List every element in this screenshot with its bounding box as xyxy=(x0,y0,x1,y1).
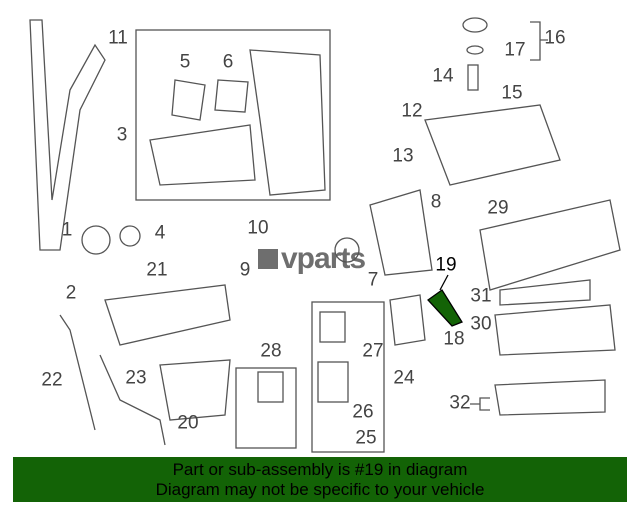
callout-10[interactable]: 10 xyxy=(247,217,269,239)
cover-plate-8 xyxy=(369,189,433,276)
oil-filter-28 xyxy=(257,371,284,403)
oil-filter-group-box-28 xyxy=(235,367,297,449)
callout-16[interactable]: 16 xyxy=(544,27,566,49)
dipstick-22 xyxy=(59,314,96,431)
oil-pan-21 xyxy=(104,284,231,346)
callout-7[interactable]: 7 xyxy=(367,269,379,291)
callout-32[interactable]: 32 xyxy=(449,392,471,414)
callout-12[interactable]: 12 xyxy=(401,100,423,122)
callout-17[interactable]: 17 xyxy=(504,39,526,61)
cap-gasket xyxy=(466,45,484,55)
callout-26[interactable]: 26 xyxy=(352,401,374,423)
oil-filler-tube xyxy=(467,64,479,91)
intake-manifold-29 xyxy=(479,199,621,291)
part-7 xyxy=(334,237,360,263)
callout-27[interactable]: 27 xyxy=(362,340,384,362)
callout-21[interactable]: 21 xyxy=(146,259,168,281)
callout-18[interactable]: 18 xyxy=(443,328,465,350)
banner-line-1: Part or sub-assembly is #19 in diagram xyxy=(172,460,468,479)
callout-22[interactable]: 22 xyxy=(41,369,63,391)
info-banner: Part or sub-assembly is #19 in diagram D… xyxy=(13,457,627,502)
callout-23[interactable]: 23 xyxy=(125,367,147,389)
callout-8[interactable]: 8 xyxy=(430,191,442,213)
callout-4[interactable]: 4 xyxy=(154,222,166,244)
manifold-gaskets xyxy=(494,279,616,416)
valve-cover xyxy=(424,104,561,186)
highlighted-part-19[interactable] xyxy=(427,289,463,327)
callout-25[interactable]: 25 xyxy=(355,427,377,449)
callout-28[interactable]: 28 xyxy=(260,340,282,362)
oil-filter-group-box-24 xyxy=(311,301,385,453)
callout-30[interactable]: 30 xyxy=(470,313,492,335)
logo-text: vparts xyxy=(281,242,366,275)
timing-chain xyxy=(29,19,106,251)
water-pump xyxy=(149,124,256,186)
callout-31[interactable]: 31 xyxy=(470,285,492,307)
callout-24[interactable]: 24 xyxy=(393,367,415,389)
callout-13[interactable]: 13 xyxy=(392,145,414,167)
bracket-32 xyxy=(470,397,490,411)
callout-6[interactable]: 6 xyxy=(222,51,234,73)
oil-filter-element xyxy=(319,311,346,343)
callout-20[interactable]: 20 xyxy=(177,412,199,434)
oil-filter-cap xyxy=(317,361,349,403)
callout-2[interactable]: 2 xyxy=(65,282,77,304)
o-ring-4 xyxy=(119,225,141,247)
oil-cap xyxy=(462,17,488,33)
callout-15[interactable]: 15 xyxy=(501,82,523,104)
dipstick-tube-23 xyxy=(99,354,166,446)
banner-line-2: Diagram may not be specific to your vehi… xyxy=(155,480,485,499)
gaskets-5-6 xyxy=(171,79,249,121)
crank-pulley xyxy=(81,225,111,255)
oil-pan-20 xyxy=(159,359,231,421)
arrow-19 xyxy=(439,274,449,291)
bracket-16 xyxy=(530,21,548,61)
timing-cover xyxy=(249,49,326,196)
front-cover-group-box xyxy=(135,29,331,201)
callout-14[interactable]: 14 xyxy=(432,65,454,87)
callout-19[interactable]: 19 xyxy=(435,254,457,276)
callout-11[interactable]: 11 xyxy=(108,27,128,49)
oil-filter-bracket-18 xyxy=(389,294,426,346)
callout-3[interactable]: 3 xyxy=(116,124,128,146)
callout-5[interactable]: 5 xyxy=(179,51,191,73)
vparts-logo: vparts xyxy=(258,242,366,276)
callout-29[interactable]: 29 xyxy=(487,197,509,219)
callout-9[interactable]: 9 xyxy=(239,259,251,281)
callout-1[interactable]: 1 xyxy=(61,219,73,241)
